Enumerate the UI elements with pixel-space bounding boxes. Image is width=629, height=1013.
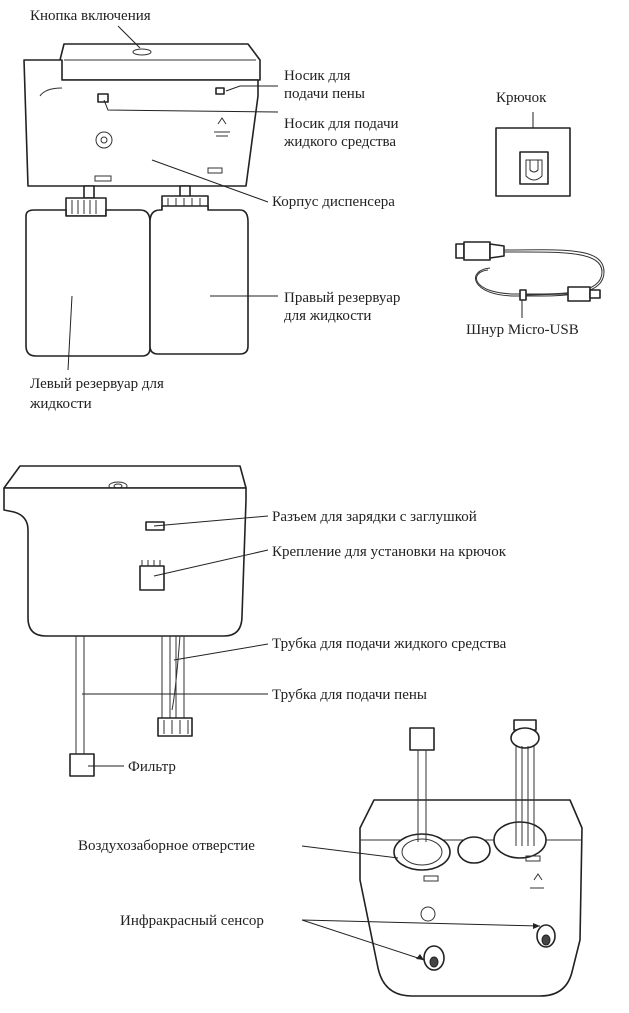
- label-liquid-nozzle-line1: Носик для подачи: [284, 116, 399, 132]
- base-unit-illustration: [359, 719, 583, 997]
- label-usb-cable: Шнур Micro-USB: [466, 322, 579, 338]
- dispenser-assembled-illustration: [23, 43, 261, 357]
- micro-usb-cable-illustration: [455, 241, 605, 318]
- right-tank: [149, 205, 249, 355]
- hook-mount: [139, 565, 165, 591]
- label-power-button: Кнопка включения: [30, 8, 151, 24]
- power-button-icon: [132, 48, 152, 56]
- label-foam-nozzle-line1: Носик для: [284, 68, 351, 84]
- label-liquid-nozzle-line2: жидкого средства: [283, 134, 396, 150]
- foam-nozzle: [97, 93, 109, 103]
- label-hook: Крючок: [496, 90, 547, 106]
- middle-leader-lines: [82, 515, 269, 767]
- label-dispenser-body: Корпус диспенсера: [272, 194, 395, 210]
- bottom-leader-lines: [301, 845, 541, 961]
- label-charging-port: Разъем для зарядки с заглушкой: [272, 509, 477, 525]
- label-hook-mount: Крепление для установки на крючок: [272, 544, 507, 560]
- label-foam-nozzle-line2: подачи пены: [284, 86, 365, 102]
- label-left-tank-line2: жидкости: [29, 396, 92, 412]
- label-ir-sensor: Инфракрасный сенсор: [120, 913, 264, 929]
- hand-sensor-icon: [95, 131, 113, 149]
- left-tank: [25, 209, 151, 357]
- dispenser-rear-illustration: [3, 465, 247, 777]
- liquid-nozzle: [215, 87, 225, 95]
- filter: [69, 753, 95, 777]
- label-filter: Фильтр: [128, 759, 176, 775]
- label-foam-tube: Трубка для подачи пены: [272, 687, 427, 703]
- label-right-tank-line1: Правый резервуар: [284, 290, 400, 306]
- label-right-tank-line2: для жидкости: [284, 308, 371, 324]
- label-left-tank-line1: Левый резервуар для: [30, 376, 164, 392]
- hook-illustration: [495, 127, 571, 197]
- label-air-intake: Воздухозаборное отверстие: [78, 838, 255, 854]
- label-liquid-tube: Трубка для подачи жидкого средства: [272, 636, 507, 652]
- top-leader-lines: [67, 25, 534, 371]
